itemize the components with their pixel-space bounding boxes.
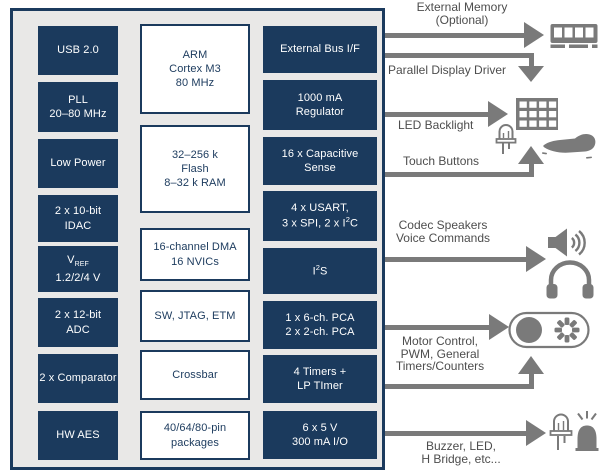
block-text: 6 x 5 V — [302, 421, 338, 434]
block-comparator: 2 x Comparator — [38, 354, 118, 403]
label-line: PWM, General — [400, 346, 480, 361]
block-text: Cortex M3 — [169, 62, 221, 75]
block-text: 32–256 k — [171, 148, 219, 161]
headphones-icon — [546, 260, 594, 299]
label-external-memory: External Memory (Optional) — [395, 1, 529, 27]
block-text: 40/64/80-pin — [163, 422, 227, 435]
block-text: ADC — [66, 323, 90, 336]
label-line: External Memory — [416, 0, 508, 14]
block-pll: PLL 20–80 MHz — [38, 82, 118, 132]
block-regulator: 1000 mA Regulator — [263, 80, 377, 130]
block-debug: SW, JTAG, ETM — [140, 290, 250, 342]
block-usb: USB 2.0 — [38, 26, 118, 75]
label-line: Voice Commands — [395, 231, 491, 245]
block-i2s: I2S — [263, 248, 377, 294]
block-text: VREF — [67, 254, 89, 269]
block-text: 2 x 2-ch. PCA — [285, 326, 355, 338]
block-crossbar: Crossbar — [140, 350, 250, 400]
block-text: HW AES — [56, 429, 100, 442]
block-text: 20–80 MHz — [49, 108, 107, 120]
block-text: 16 NVICs — [171, 255, 219, 268]
led-matrix-icon — [516, 98, 558, 130]
label-line: Motor Control, — [401, 334, 479, 348]
memory-module-icon — [550, 24, 598, 48]
block-text: 16 x Capacitive — [281, 147, 359, 160]
block-text: 16-channel DMA — [153, 241, 237, 254]
block-text: Regulator — [295, 106, 345, 118]
block-low-power: Low Power — [38, 139, 118, 188]
motor-icon — [508, 311, 590, 349]
block-text: IDAC — [64, 219, 92, 232]
block-text: 1.2/2/4 V — [55, 271, 101, 284]
block-text: 4 Timers + — [293, 365, 347, 378]
label-led-backlight: LED Backlight — [398, 119, 473, 132]
block-text: 300 mA I/O — [291, 436, 349, 448]
label-codec-speakers: Codec Speakers Voice Commands — [387, 219, 499, 245]
label-buzzer-led: Buzzer, LED, H Bridge, etc... — [406, 440, 516, 466]
block-timers: 4 Timers + LP TImer — [263, 355, 377, 403]
block-text: packages — [171, 436, 219, 449]
block-hw-aes: HW AES — [38, 411, 118, 460]
speaker-icon — [548, 228, 586, 257]
led-icon-2 — [549, 413, 573, 450]
led-icon — [495, 124, 517, 154]
label-motor-control: Motor Control, PWM, General Timers/Count… — [390, 335, 490, 373]
label-touch-buttons: Touch Buttons — [403, 155, 479, 168]
block-text: 1000 mA — [297, 91, 343, 104]
block-io: 6 x 5 V 300 mA I/O — [263, 411, 377, 459]
label-line: H Bridge, etc... — [421, 452, 501, 466]
block-text: Flash — [181, 162, 209, 175]
label-line: LED Backlight — [398, 118, 474, 132]
block-text: I2S — [312, 263, 328, 278]
buzzer-icon — [575, 411, 599, 451]
block-text: SW, JTAG, ETM — [154, 309, 236, 322]
block-text: 2 x 10-bit — [54, 205, 102, 218]
block-text: 2 x Comparator — [39, 372, 117, 385]
block-text: 8–32 k RAM — [164, 177, 226, 190]
block-usart-spi-i2c: 4 x USART,3 x SPI, 2 x I2C — [263, 191, 377, 241]
block-text: External Bus I/F — [280, 43, 360, 56]
label-line: Codec Speakers — [398, 218, 488, 232]
hand-icon — [542, 133, 596, 159]
label-parallel-display-driver: Parallel Display Driver — [388, 64, 506, 77]
block-text: 1 x 6-ch. PCA — [285, 311, 355, 324]
block-text: 80 MHz — [175, 77, 215, 90]
label-line: Buzzer, LED, — [425, 439, 497, 453]
block-text: PLL — [68, 93, 88, 106]
block-text: 4 x USART, — [291, 202, 349, 215]
label-line: Timers/Counters — [395, 359, 485, 373]
block-pca: 1 x 6-ch. PCA 2 x 2-ch. PCA — [263, 301, 377, 349]
block-external-bus: External Bus I/F — [263, 26, 377, 73]
label-line: (Optional) — [435, 13, 489, 27]
label-line: Parallel Display Driver — [388, 63, 507, 77]
block-text: 3 x SPI, 2 x I2C — [281, 215, 359, 230]
block-vref: VREF 1.2/2/4 V — [38, 246, 118, 292]
block-text: USB 2.0 — [57, 44, 99, 57]
label-line: Touch Buttons — [403, 154, 480, 168]
block-text: Low Power — [50, 157, 106, 170]
block-text: LP TImer — [297, 380, 343, 392]
block-text: ARM — [182, 48, 208, 61]
block-text: Sense — [304, 162, 336, 174]
block-text: Crossbar — [172, 368, 218, 381]
block-text: 2 x 12-bit — [54, 309, 102, 322]
